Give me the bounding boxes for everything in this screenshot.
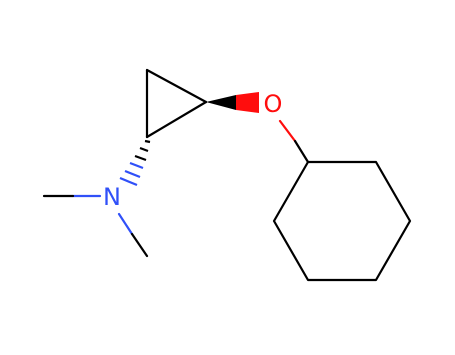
- oxygen-atom-label: O: [264, 90, 283, 118]
- hash-4: [129, 161, 144, 170]
- bond-c-segment: [293, 139, 310, 164]
- bond-c-left-c-right: [145, 100, 208, 139]
- wedge-bond-to-oxygen: [206, 92, 259, 113]
- cyclohexane-ring: [272, 160, 412, 282]
- bond-c-segment-lower: [130, 232, 149, 258]
- hash-2: [139, 146, 149, 153]
- wedge-red-half: [236, 92, 259, 113]
- hashed-wedge-bond-to-nitrogen: [119, 139, 151, 187]
- hash-6: [119, 176, 138, 187]
- nitrogen-atom-label: N: [103, 183, 121, 211]
- bond-oxygen-cyclohexyl: [278, 119, 310, 164]
- bond-c-top-c-right: [145, 68, 208, 104]
- bond-n-segment-lower: [117, 212, 134, 236]
- cyclopropane-ring: [145, 68, 208, 139]
- hash-1: [144, 139, 151, 144]
- hash-5: [124, 169, 141, 179]
- n-methyl-bond-lower: [117, 212, 149, 258]
- bond-o-segment: [278, 119, 297, 143]
- wedge-black-half: [206, 95, 236, 110]
- hash-3: [134, 154, 147, 162]
